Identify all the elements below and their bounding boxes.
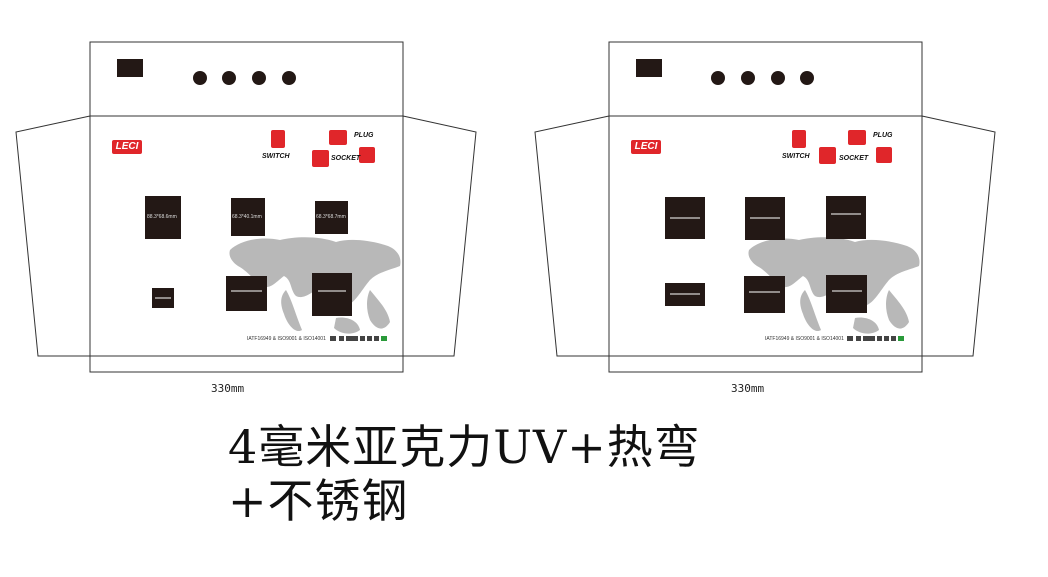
legend-plug: PLUG [354, 132, 374, 139]
width-label: 330mm [211, 382, 245, 395]
display-window [636, 59, 662, 77]
brand-logo: LECI [112, 140, 142, 154]
world-map [748, 237, 920, 334]
plug-icon [312, 150, 329, 167]
title-line-2: +不锈钢 [228, 474, 409, 528]
width-label: 330mm [731, 382, 765, 395]
world-map [229, 237, 401, 334]
indicator-dot [222, 71, 236, 85]
socket-icon [329, 130, 347, 145]
switch-cutout [315, 201, 348, 234]
socket-icon [848, 130, 866, 145]
legend-plug: PLUG [873, 132, 893, 139]
brand-logo: LECI [631, 140, 661, 154]
indicator-dot [771, 71, 785, 85]
outlet-icon [876, 147, 892, 163]
dimension-label: 88.3*68.6mm [147, 214, 177, 220]
cert-text: IATF16949 & ISO9001 & ISO14001 [247, 336, 326, 342]
display-window [117, 59, 143, 77]
switch-cutout [231, 198, 265, 236]
indicator-dot [252, 71, 266, 85]
socket-cutout [826, 275, 867, 313]
indicator-dot [800, 71, 814, 85]
indicator-dot [741, 71, 755, 85]
switch-icon [792, 130, 806, 148]
switch-cutout [826, 196, 866, 239]
outlet-icon [359, 147, 375, 163]
indicator-dot [193, 71, 207, 85]
switch-cutout [145, 196, 181, 239]
legend-switch: SWITCH [262, 153, 290, 160]
legend-socket: SOCKET [839, 155, 869, 162]
indicator-dot [711, 71, 725, 85]
dimension-label: 68.3*68.7mm [316, 214, 346, 220]
plug-icon [819, 147, 836, 164]
cert-marks [847, 336, 904, 341]
dimension-label: 68.3*40.1mm [232, 214, 262, 220]
legend-switch: SWITCH [782, 153, 810, 160]
socket-cutout [312, 273, 352, 316]
cert-text: IATF16949 & ISO9001 & ISO14001 [765, 336, 844, 342]
indicator-dot [282, 71, 296, 85]
title-line-1: 4毫米亚克力UV+热弯 [228, 420, 701, 474]
material-title: 4毫米亚克力UV+热弯 +不锈钢 [228, 420, 701, 528]
cert-marks [330, 336, 387, 341]
switch-icon [271, 130, 285, 148]
socket-cutout [226, 276, 267, 311]
socket-cutout [744, 276, 785, 313]
legend-socket: SOCKET [331, 155, 361, 162]
